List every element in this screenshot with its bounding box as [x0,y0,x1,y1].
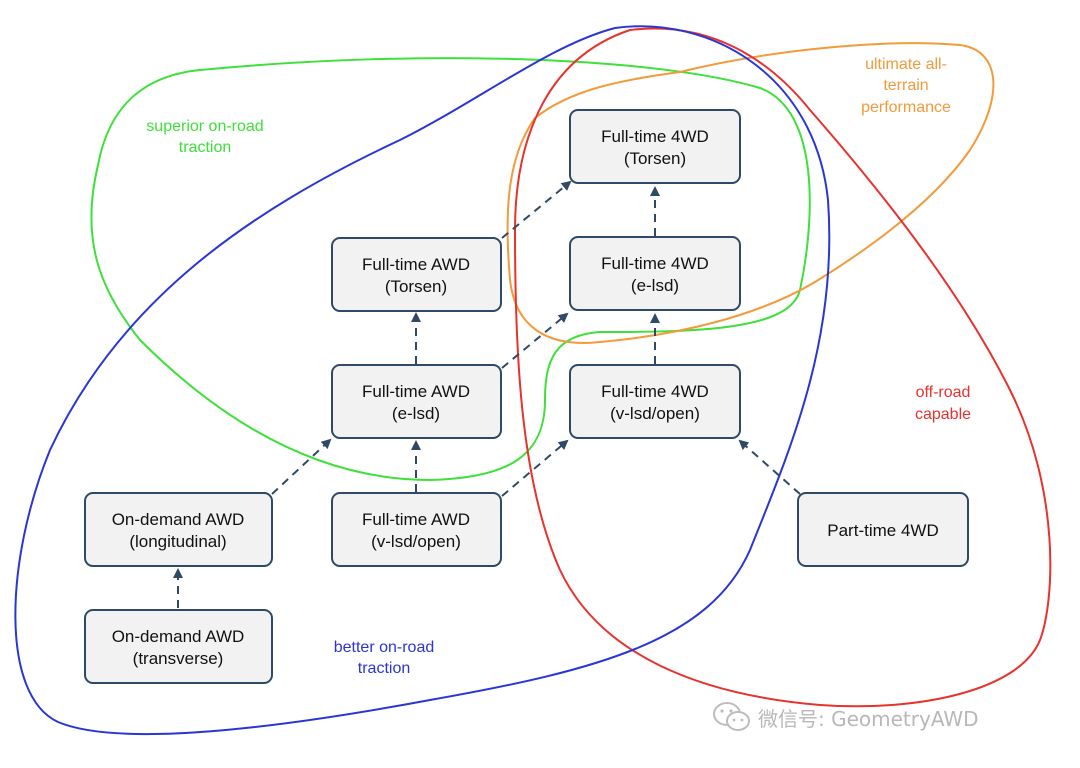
ultimate-all-terrain-label-line1: ultimate all- [865,56,947,73]
node-line2: (transverse) [133,649,224,668]
node-line1: Full-time AWD [362,255,470,274]
node-line1: On-demand AWD [112,510,245,529]
node-line2: (v-lsd/open) [371,532,461,551]
node-line1: Full-time 4WD [601,382,709,401]
node-line1: Full-time AWD [362,510,470,529]
ultimate-all-terrain-label-line2: terrain [883,77,928,94]
region-better-on-road [14,25,831,736]
off-road-label-line1: off-road [916,384,971,401]
node-full-time-4wd-torsen: Full-time 4WD (Torsen) [569,109,741,184]
region-superior-on-road [90,57,811,482]
off-road-label-line2: capable [915,406,971,423]
wechat-icon [713,702,750,731]
node-full-time-awd-torsen: Full-time AWD (Torsen) [331,237,502,312]
better-on-road-label-line2: traction [358,660,410,677]
node-full-time-4wd-vlsd-open: Full-time 4WD (v-lsd/open) [569,364,741,439]
edge-ftawd-elsd-to-ft4wd-elsd [501,312,569,369]
superior-on-road-label-line1: superior on-road [146,118,263,135]
node-line2: (longitudinal) [129,532,226,551]
region-ultimate-all-terrain [506,42,995,344]
watermark-text: 微信号: GeometryAWD [758,706,979,731]
node-line2: (Torsen) [385,277,447,296]
edge-od-long-to-ftawd-elsd [271,438,332,495]
node-on-demand-awd-longitudinal: On-demand AWD (longitudinal) [84,492,273,567]
edge-part-time-to-ft4wd-vlsd [738,439,801,495]
node-full-time-awd-elsd: Full-time AWD (e-lsd) [331,364,502,439]
ultimate-all-terrain-label-line3: performance [861,99,951,116]
node-full-time-awd-vlsd-open: Full-time AWD (v-lsd/open) [331,492,502,567]
node-line2: (e-lsd) [392,404,440,423]
node-line2: (v-lsd/open) [610,404,700,423]
node-line1: Full-time 4WD [601,127,709,146]
region-off-road [513,27,1052,708]
edge-ftawd-vlsd-to-ft4wd-vlsd [501,439,569,497]
node-on-demand-awd-transverse: On-demand AWD (transverse) [84,609,273,684]
node-line1: On-demand AWD [112,627,245,646]
superior-on-road-label-line2: traction [179,139,231,156]
better-on-road-label-line1: better on-road [334,639,435,656]
node-line2: (Torsen) [624,149,686,168]
node-line1: Full-time 4WD [601,254,709,273]
node-line1: Part-time 4WD [827,521,938,540]
watermark: 微信号: GeometryAWD [712,700,979,734]
node-line2: (e-lsd) [631,276,679,295]
node-full-time-4wd-elsd: Full-time 4WD (e-lsd) [569,236,741,311]
node-part-time-4wd: Part-time 4WD [797,492,969,567]
node-line1: Full-time AWD [362,382,470,401]
edge-ftawd-torsen-to-ft4wd-torsen [501,180,572,239]
